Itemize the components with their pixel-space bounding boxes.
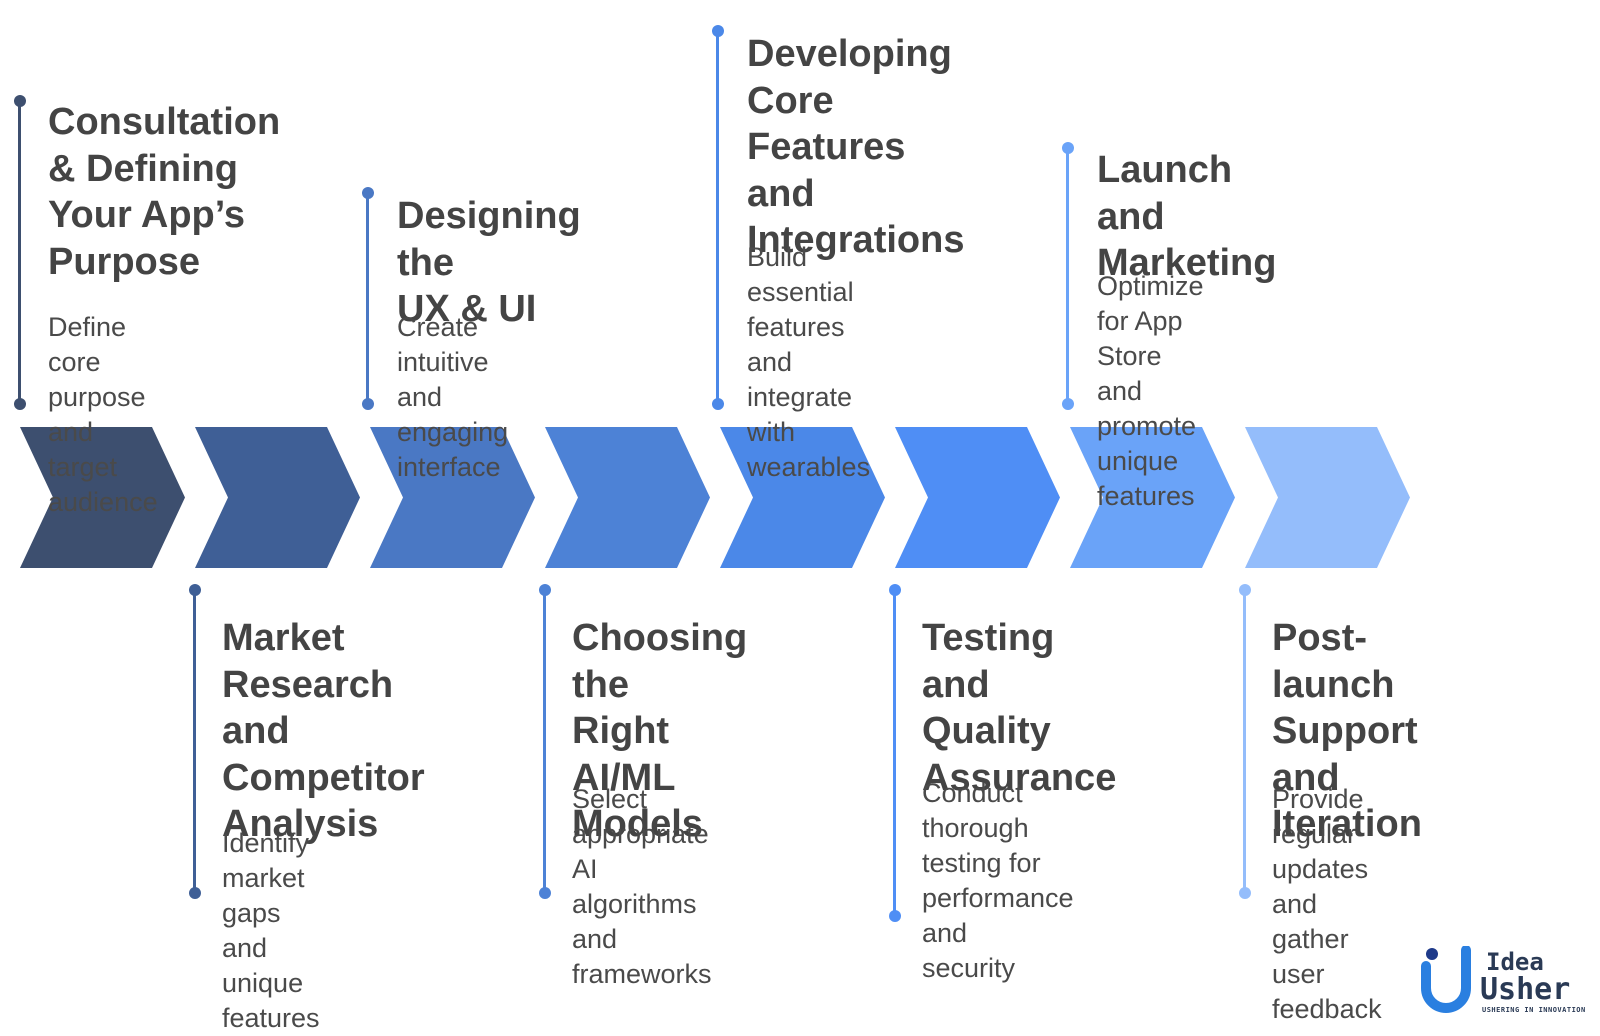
step-4-connector [543,590,546,893]
logo-word-usher: Usher [1480,972,1571,1007]
logo-word-idea: Idea [1486,948,1544,976]
step-7-connector [1066,148,1069,404]
step-1-connector [18,101,21,404]
chevron-step-5 [720,427,885,568]
chevron-step-8 [1245,427,1410,568]
step-4-dot-bottom [539,887,551,899]
step-2-connector [193,590,196,893]
step-6-dot-bottom [889,910,901,922]
chevron-step-6 [895,427,1060,568]
step-2-dot-bottom [189,887,201,899]
chevron-step-3 [370,427,535,568]
idea-usher-logo: Idea Usher USHERING IN INNOVATION [1418,946,1598,1016]
step-8-dot-top [1239,584,1251,596]
logo-tagline: USHERING IN INNOVATION [1482,1006,1586,1014]
step-7-dot-top [1062,142,1074,154]
step-7-dot-bottom [1062,398,1074,410]
step-2-dot-top [189,584,201,596]
chevron-step-7 [1070,427,1235,568]
step-6-dot-top [889,584,901,596]
step-5-dot-top [712,25,724,37]
step-3-dot-bottom [362,398,374,410]
step-1-dot-bottom [14,398,26,410]
step-5-dot-bottom [712,398,724,410]
step-6-connector [893,590,896,916]
chevron-step-2 [195,427,360,568]
chevron-step-1 [20,427,185,568]
chevron-step-4 [545,427,710,568]
step-3-connector [366,193,369,404]
logo-u-mark-icon [1421,946,1471,1013]
step-4-dot-top [539,584,551,596]
step-3-dot-top [362,187,374,199]
step-1-dot-top [14,95,26,107]
step-5-connector [716,31,719,404]
step-8-connector [1243,590,1246,893]
step-8-dot-bottom [1239,887,1251,899]
